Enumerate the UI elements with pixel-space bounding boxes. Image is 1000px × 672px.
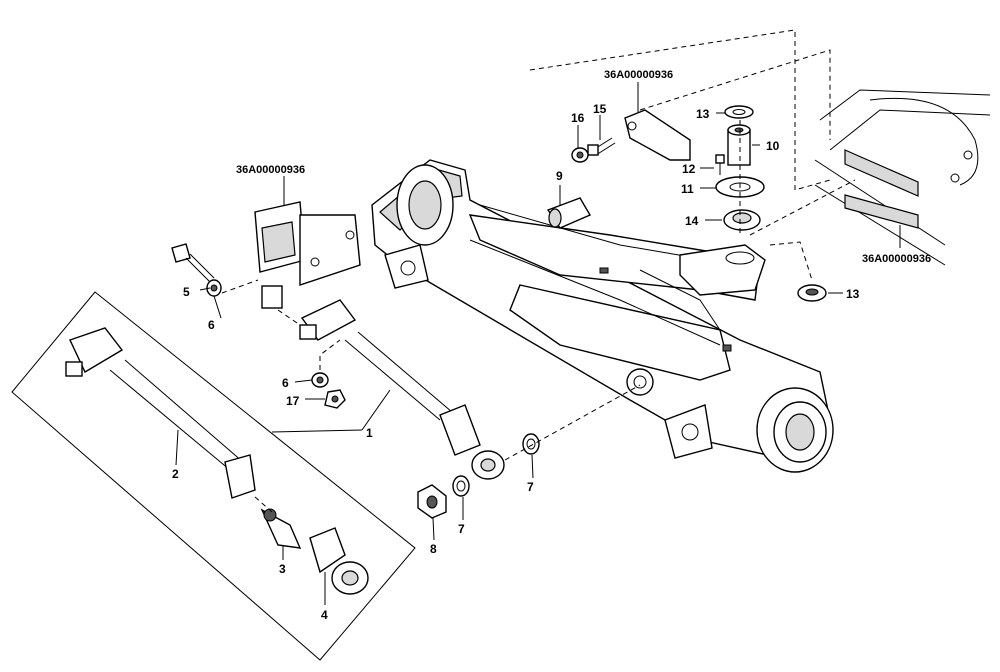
castle-nut-item-8 xyxy=(417,484,447,519)
callout-2: 2 xyxy=(172,467,179,481)
reference-code-right: 36A00000936 xyxy=(862,253,931,265)
reference-code-left: 36A00000936 xyxy=(236,164,305,176)
callout-10: 10 xyxy=(766,139,780,153)
callout-7-right: 7 xyxy=(527,480,534,494)
washer-item-13-right xyxy=(797,284,827,302)
callout-11: 11 xyxy=(681,182,694,196)
callout-4: 4 xyxy=(321,608,328,622)
threaded-rod-item-3 xyxy=(260,508,302,549)
washer-item-6-lower xyxy=(311,372,329,388)
pivot-pin-item-9 xyxy=(546,197,592,229)
leader-lines xyxy=(175,82,901,605)
bolt-item-15 xyxy=(587,137,616,156)
callout-6-upper: 6 xyxy=(208,318,215,332)
callout-15: 15 xyxy=(593,102,607,116)
callout-3: 3 xyxy=(279,562,286,576)
ball-joint-item-4 xyxy=(309,527,369,595)
callout-5: 5 xyxy=(183,285,190,299)
callout-9: 9 xyxy=(556,169,563,183)
tie-rod-left xyxy=(65,327,256,499)
washer-item-13-top xyxy=(724,105,754,119)
axle-beam xyxy=(371,159,834,473)
washer-item-7-lower xyxy=(452,475,470,497)
callout-7-lower: 7 xyxy=(458,522,465,536)
tie-rod-right xyxy=(299,299,505,480)
chassis-frame-section xyxy=(814,89,991,266)
assembly-dashed-lines xyxy=(221,29,856,513)
callout-1: 1 xyxy=(366,426,373,440)
callout-13-top: 13 xyxy=(696,107,710,121)
bolt-item-12 xyxy=(715,154,725,175)
callout-8: 8 xyxy=(430,542,437,556)
nut-item-16 xyxy=(571,147,589,163)
bearing-item-14 xyxy=(723,209,761,231)
clamp-bracket xyxy=(624,109,691,161)
reference-code-top: 36A00000936 xyxy=(604,69,673,81)
callout-16: 16 xyxy=(571,111,585,125)
washer-item-7-right xyxy=(522,433,540,455)
bolt-item-5 xyxy=(171,243,215,283)
mounting-bracket xyxy=(254,201,361,309)
nut-item-17 xyxy=(324,389,346,409)
bushing-item-10 xyxy=(727,124,751,166)
callout-14: 14 xyxy=(685,214,699,228)
callout-17: 17 xyxy=(286,394,300,408)
callout-13-right: 13 xyxy=(846,287,860,301)
callout-6-lower: 6 xyxy=(282,376,289,390)
callout-12: 12 xyxy=(682,162,696,176)
assembly-frame xyxy=(11,291,416,661)
callout-labels: 1 2 3 4 5 6 6 7 7 8 9 10 11 12 13 13 14 … xyxy=(172,69,931,622)
